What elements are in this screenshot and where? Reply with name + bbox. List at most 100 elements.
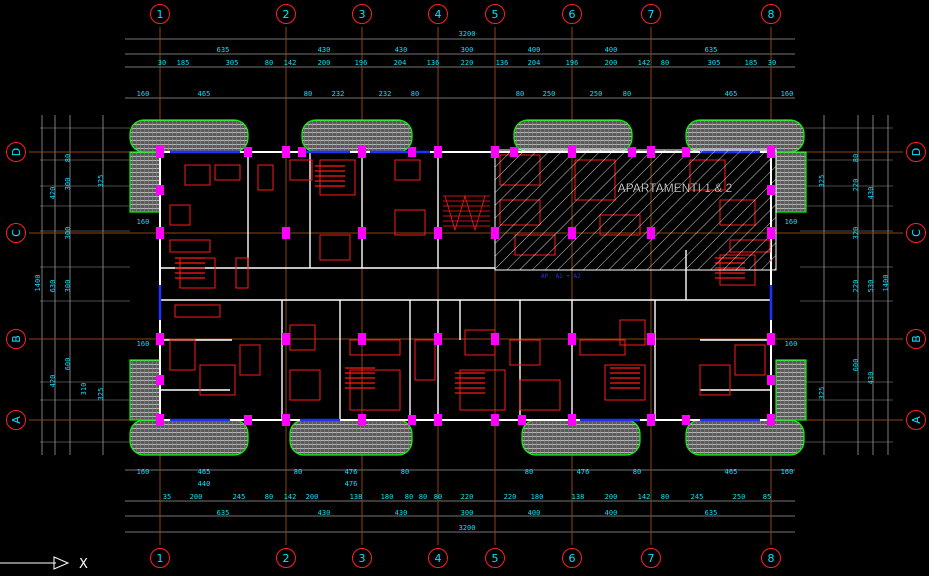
grid-bubble xyxy=(150,4,170,24)
dimension-text: 310 xyxy=(80,383,88,396)
dimension-text: 400 xyxy=(528,46,541,54)
dimension-text: 420 xyxy=(49,187,57,200)
furniture-item xyxy=(394,209,426,236)
dimension-text: 80 xyxy=(64,154,72,162)
dimension-text: 30 xyxy=(158,59,166,67)
grid-bubble xyxy=(906,410,926,430)
column xyxy=(358,227,366,239)
dimension-text: 220 xyxy=(461,493,474,501)
furniture-item xyxy=(509,339,541,366)
furniture-item xyxy=(289,369,321,401)
dimension-text: 465 xyxy=(198,90,211,98)
dimension-text: 530 xyxy=(867,280,875,293)
column xyxy=(767,146,775,158)
dimension-text: 465 xyxy=(198,468,211,476)
dimension-text: 80 xyxy=(401,468,409,476)
furniture-item xyxy=(169,339,196,371)
grid-bubble-label: 6 xyxy=(569,8,576,21)
dimension-text: 80 xyxy=(852,154,860,162)
dimension-text: 300 xyxy=(461,509,474,517)
dimension-text: 142 xyxy=(638,493,651,501)
dimension-text: 232 xyxy=(379,90,392,98)
column xyxy=(568,227,576,239)
dimension-text: 30 xyxy=(768,59,776,67)
dimension-text: 160 xyxy=(137,90,150,98)
dimension-lines xyxy=(40,38,893,533)
balcony xyxy=(129,359,161,421)
dimension-text: 1400 xyxy=(882,275,890,292)
dimension-text: 80 xyxy=(434,493,442,501)
grid-bubble-label: C xyxy=(10,229,23,237)
column xyxy=(434,414,442,426)
furniture-item xyxy=(604,364,646,401)
column xyxy=(156,146,164,158)
grid-bubble-label: A xyxy=(10,416,23,424)
column xyxy=(491,146,499,158)
column xyxy=(682,147,690,157)
dimension-text: 245 xyxy=(233,493,246,501)
balcony xyxy=(129,151,161,213)
grid-bubble xyxy=(276,548,296,568)
dimension-text: 320 xyxy=(852,227,860,240)
dimension-text: 220 xyxy=(504,493,517,501)
dimension-text: 430 xyxy=(318,46,331,54)
grid-bubble-label: 7 xyxy=(648,552,655,565)
dimension-text: 136 xyxy=(496,59,509,67)
furniture-item xyxy=(169,204,191,226)
dimension-text: 80 xyxy=(525,468,533,476)
column xyxy=(628,147,636,157)
column xyxy=(282,333,290,345)
dimension-text: 180 xyxy=(381,493,394,501)
furniture-item xyxy=(349,369,401,411)
column xyxy=(518,415,526,425)
dimension-text: 476 xyxy=(345,480,358,488)
column xyxy=(358,333,366,345)
dimension-text: 80 xyxy=(405,493,413,501)
dimension-text: 200 xyxy=(605,59,618,67)
dimension-text: 180 xyxy=(531,493,544,501)
furniture-item xyxy=(394,159,421,181)
stair-arrow xyxy=(444,194,486,232)
dimension-text: 185 xyxy=(177,59,190,67)
dimension-text: 635 xyxy=(705,46,718,54)
column xyxy=(282,227,290,239)
apartment-hatch-area[interactable]: APARTAMENTI 1 & 2 xyxy=(494,149,777,271)
dimension-text: 204 xyxy=(528,59,541,67)
furniture-item xyxy=(319,234,351,261)
dimension-text: 400 xyxy=(605,509,618,517)
furniture-item xyxy=(289,159,313,181)
dimension-text: 160 xyxy=(137,340,150,348)
furniture-item xyxy=(289,324,316,351)
column xyxy=(156,227,164,239)
dimension-text: 476 xyxy=(345,468,358,476)
columns xyxy=(156,146,775,426)
grid-bubble xyxy=(485,4,505,24)
dimension-text: 300 xyxy=(461,46,474,54)
dimension-text: 160 xyxy=(785,340,798,348)
dimension-text: 476 xyxy=(577,468,590,476)
dimension-text: 3200 xyxy=(459,524,476,532)
column xyxy=(434,146,442,158)
grid-bubble xyxy=(562,4,582,24)
balcony xyxy=(685,419,805,456)
dimension-text: 325 xyxy=(818,387,826,400)
dimension-text: 142 xyxy=(638,59,651,67)
furniture-item xyxy=(459,369,506,411)
grid-bubble-label: 8 xyxy=(768,552,775,565)
dimension-text: 80 xyxy=(419,493,427,501)
grid-bubble xyxy=(276,4,296,24)
dimension-text: 420 xyxy=(49,375,57,388)
grid-bubble xyxy=(761,4,781,24)
dimension-text: 635 xyxy=(217,509,230,517)
dimension-text: 465 xyxy=(725,468,738,476)
furniture-item xyxy=(349,339,401,356)
dimension-text: 138 xyxy=(572,493,585,501)
grid-bubble xyxy=(6,223,26,243)
column xyxy=(408,415,416,425)
grid-bubble xyxy=(562,548,582,568)
balcony xyxy=(301,119,413,153)
balcony xyxy=(521,419,641,456)
furniture-item xyxy=(214,164,241,181)
dimension-text: 300 xyxy=(64,227,72,240)
